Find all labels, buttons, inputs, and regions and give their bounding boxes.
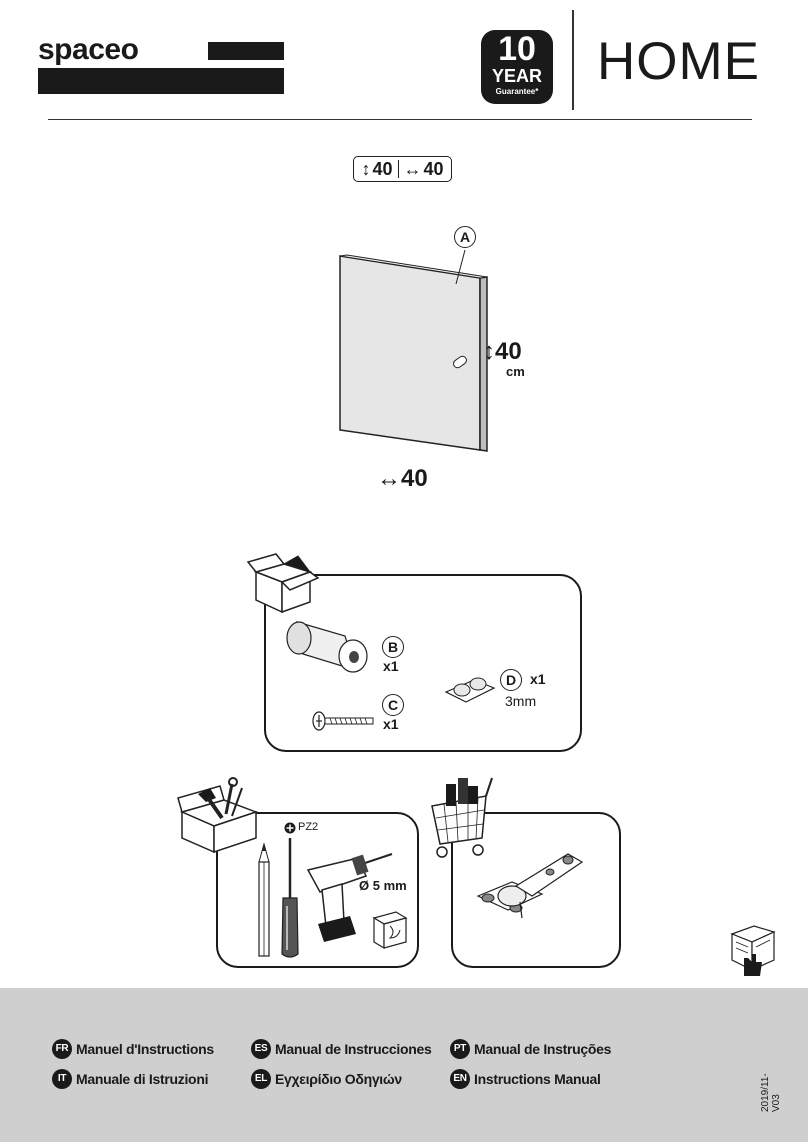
panel-label: A — [454, 226, 476, 248]
part-c-qty: x1 — [383, 716, 399, 732]
screwdriver-illustration — [281, 838, 299, 958]
knob-illustration — [286, 621, 368, 673]
read-manual-icon — [730, 925, 776, 976]
hinge-illustration — [476, 853, 584, 919]
guarantee-sub: Guarantee* — [495, 87, 539, 96]
part-d-note: 3mm — [505, 693, 537, 709]
header-rule — [48, 119, 752, 120]
manual-it-label: Manuale di Istruzioni — [76, 1071, 209, 1087]
flag-pt-icon: PT — [450, 1039, 470, 1059]
manual-it: IT Manuale di Istruzioni — [52, 1069, 208, 1089]
manual-en-label: Instructions Manual — [474, 1071, 601, 1087]
dimension-badge: ↕ 40 ↔ 40 — [353, 156, 452, 182]
flag-es-icon: ES — [251, 1039, 271, 1059]
toolbox-icon — [177, 777, 259, 854]
manual-es: ES Manual de Instrucciones — [251, 1039, 432, 1059]
manual-fr-label: Manuel d'Instructions — [76, 1041, 214, 1057]
flag-en-icon: EN — [450, 1069, 470, 1089]
footer-band — [0, 988, 808, 1142]
manual-el-label: Εγχειρίδιο Οδηγιών — [275, 1071, 402, 1087]
flag-el-icon: EL — [251, 1069, 271, 1089]
badge-height: 40 — [372, 158, 393, 179]
vertical-arrow-icon: ↕ — [361, 158, 371, 179]
brand-logo-bar — [38, 42, 284, 94]
manual-pt: PT Manual de Instruções — [450, 1039, 611, 1059]
height-dimension: ↕40 — [483, 338, 522, 365]
pencil-illustration — [258, 842, 270, 957]
part-d-qty: x1 — [530, 671, 546, 687]
manual-pt-label: Manual de Instruções — [474, 1041, 612, 1057]
vertical-arrow-icon: ↕ — [483, 338, 495, 365]
shopping-cart-icon — [431, 777, 493, 858]
screw-illustration — [312, 711, 374, 731]
horizontal-arrow-icon: ↔ — [403, 158, 422, 179]
wall-plug-illustration — [372, 911, 408, 950]
flag-it-icon: IT — [52, 1069, 72, 1089]
width-dimension: ↔40 — [377, 465, 428, 492]
manual-el: EL Εγχειρίδιο Οδηγιών — [251, 1069, 402, 1089]
guarantee-year: YEAR — [491, 66, 542, 86]
part-b-qty: x1 — [383, 658, 399, 674]
part-b-label: B — [382, 636, 404, 658]
badge-divider — [397, 160, 399, 178]
header-divider — [572, 10, 574, 110]
manual-en: EN Instructions Manual — [450, 1069, 601, 1089]
phillips-icon — [284, 822, 296, 834]
bumper-pad-illustration — [444, 677, 496, 703]
manual-es-label: Manual de Instrucciones — [275, 1041, 432, 1057]
version-code: 2019/11-V03 — [760, 1073, 782, 1112]
part-c-label: C — [382, 694, 404, 716]
product-line: HOME — [597, 32, 760, 91]
badge-width: 40 — [423, 158, 444, 179]
drill-size-label: Ø 5 mm — [359, 878, 407, 893]
manual-fr: FR Manuel d'Instructions — [52, 1039, 214, 1059]
drill-illustration — [306, 853, 393, 942]
height-unit: cm — [506, 364, 525, 379]
brand-logo: spaceo — [38, 33, 139, 66]
flag-fr-icon: FR — [52, 1039, 72, 1059]
door-panel-illustration — [339, 249, 488, 452]
bit-label: PZ2 — [298, 821, 319, 833]
guarantee-number: 10 — [498, 30, 536, 68]
horizontal-arrow-icon: ↔ — [377, 465, 401, 492]
part-d-label: D — [500, 669, 522, 691]
open-box-icon — [246, 553, 320, 614]
guarantee-badge: 10 YEAR Guarantee* — [481, 30, 553, 104]
